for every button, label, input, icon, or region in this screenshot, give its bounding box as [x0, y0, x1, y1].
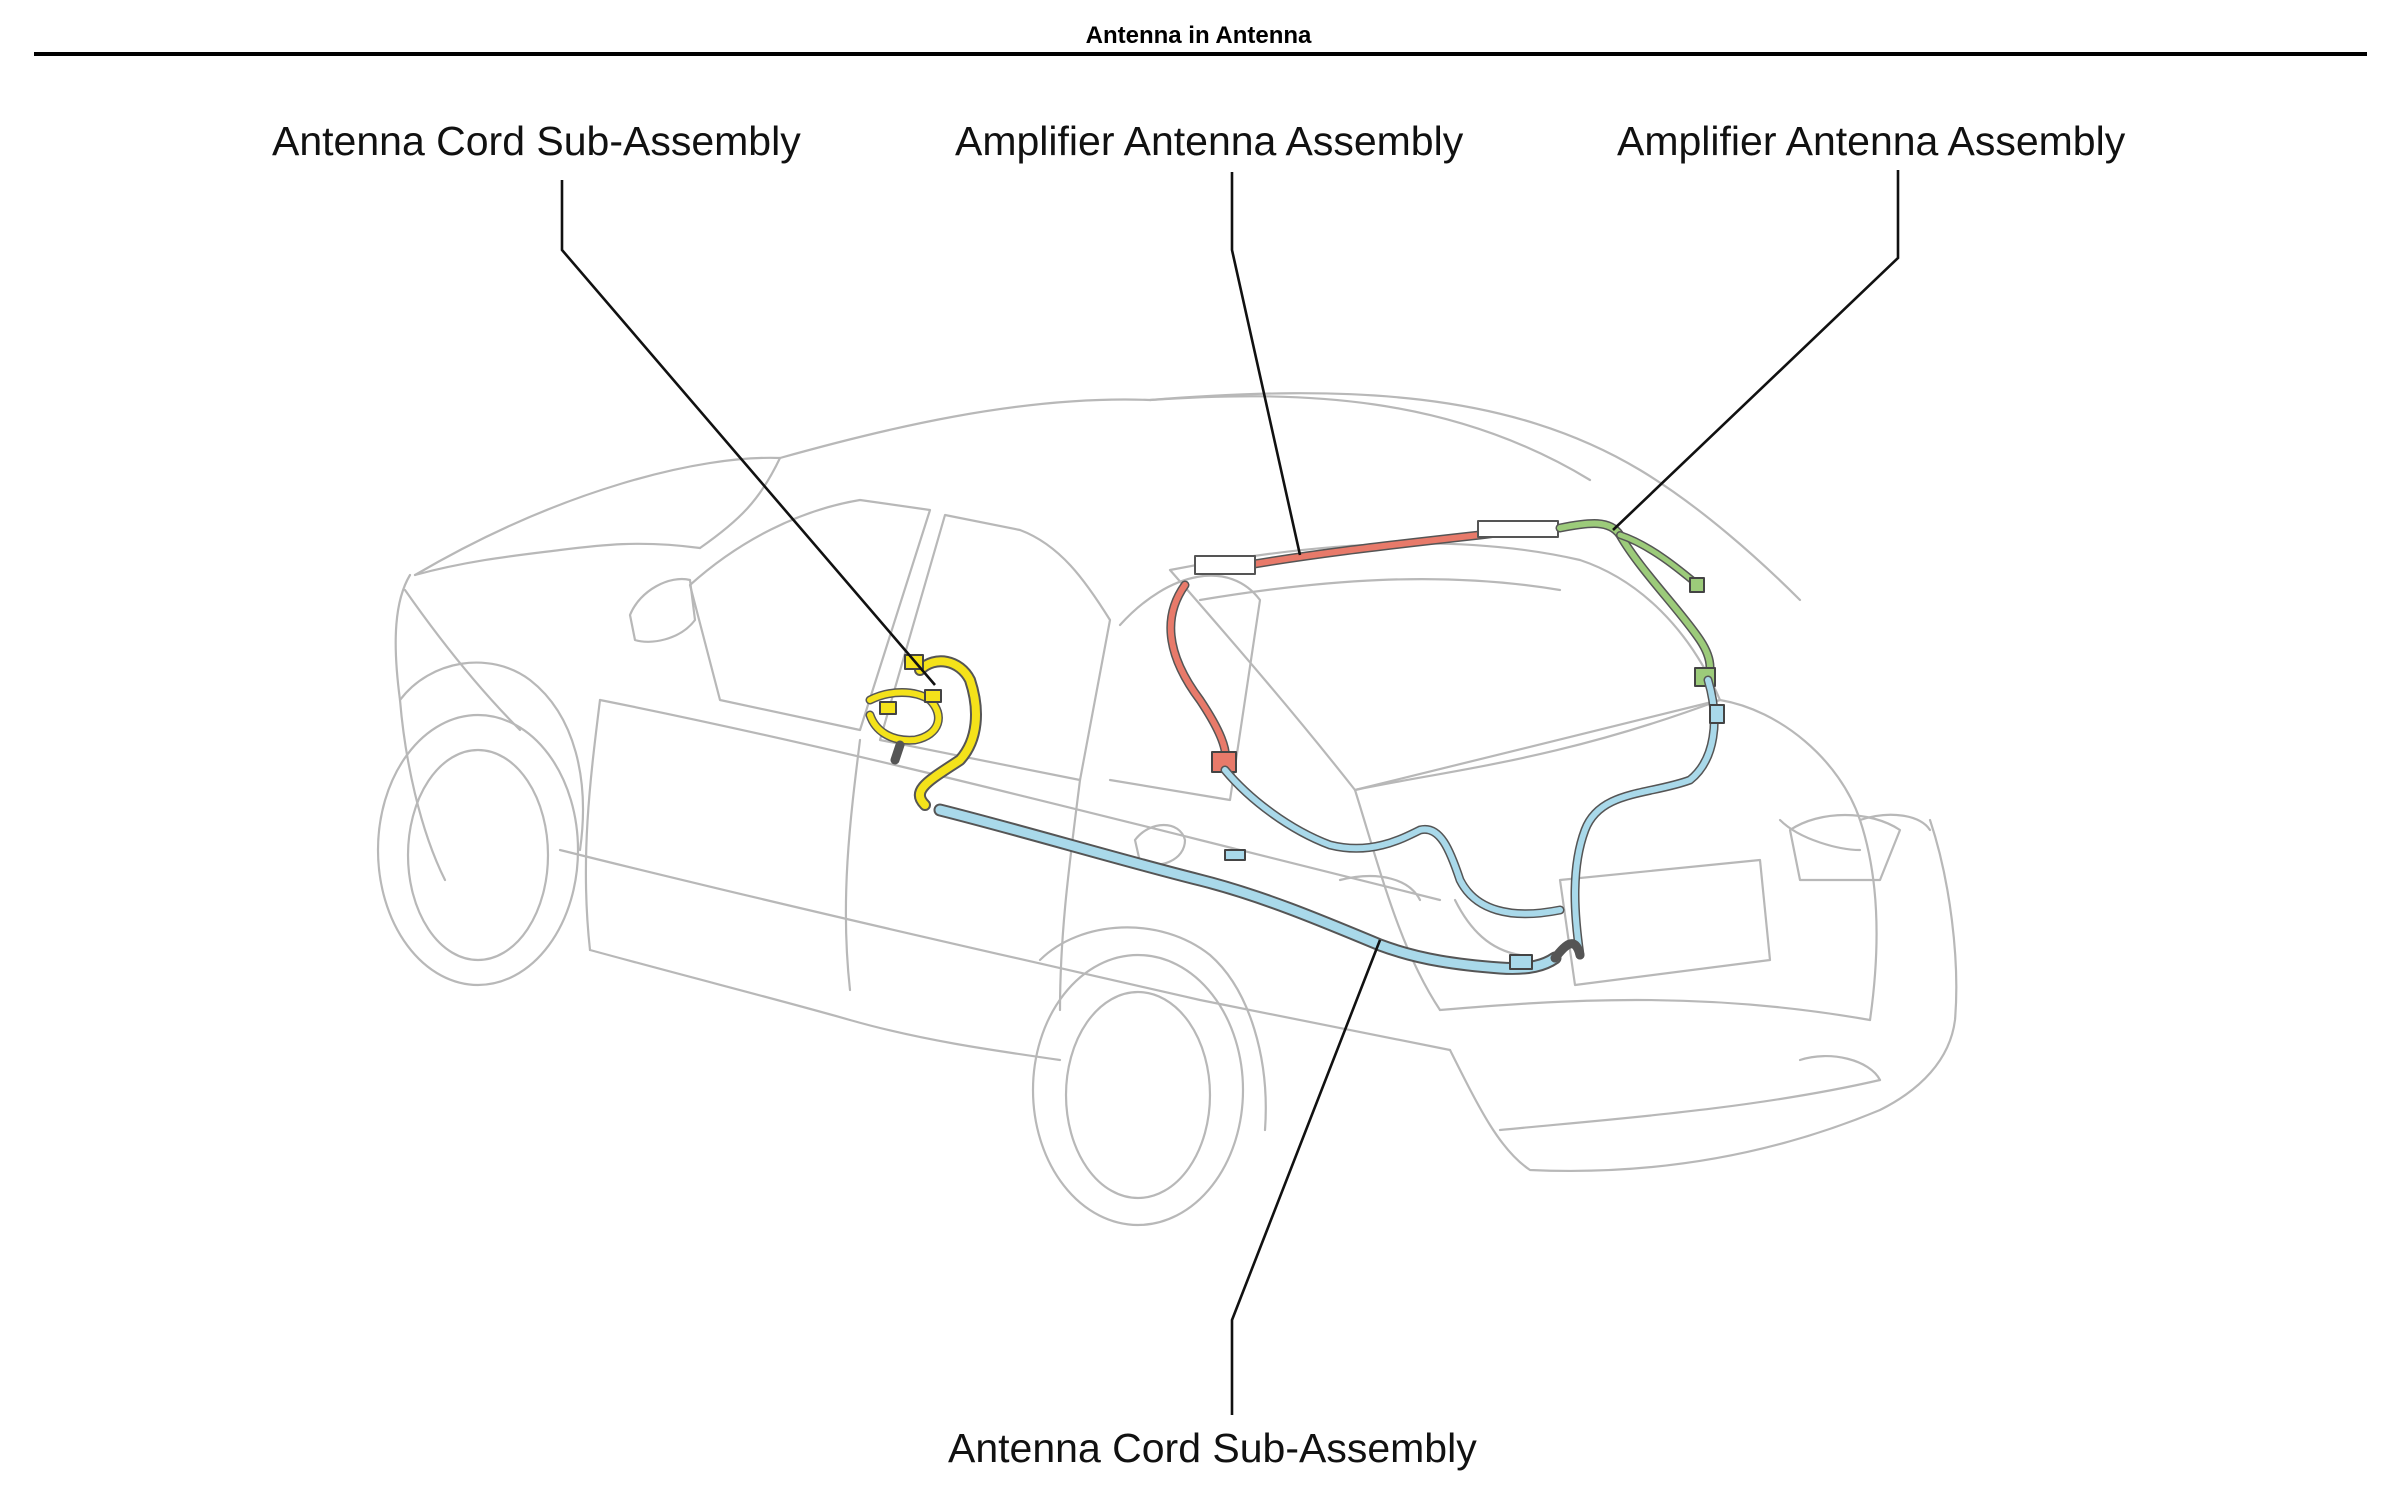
leader-cord-top	[560, 180, 936, 686]
antenna-cord-front-harness	[865, 654, 982, 811]
amplifier-antenna-right-cable	[1555, 519, 1716, 687]
callout-antenna-cord-rear-label: Antenna Cord Sub-Assembly	[948, 1425, 1477, 1471]
page-title: Antenna in Antenna	[1085, 22, 1312, 49]
callout-antenna-cord-front-label: Antenna Cord Sub-Assembly	[272, 118, 801, 164]
car-outline	[376, 392, 1958, 1227]
leader-amp-center	[1230, 172, 1302, 556]
antenna-cord-rear-cable	[933, 675, 1725, 975]
callout-leaders	[560, 170, 1900, 1415]
leader-cord-bottom	[1230, 939, 1382, 1415]
title-divider	[34, 52, 2367, 56]
callout-amplifier-antenna-left-label: Amplifier Antenna Assembly	[955, 118, 1464, 164]
callout-amplifier-antenna-right-label: Amplifier Antenna Assembly	[1617, 118, 2126, 164]
amplifier-antenna-left-cable	[1166, 520, 1559, 773]
leader-amp-right	[1612, 170, 1900, 531]
